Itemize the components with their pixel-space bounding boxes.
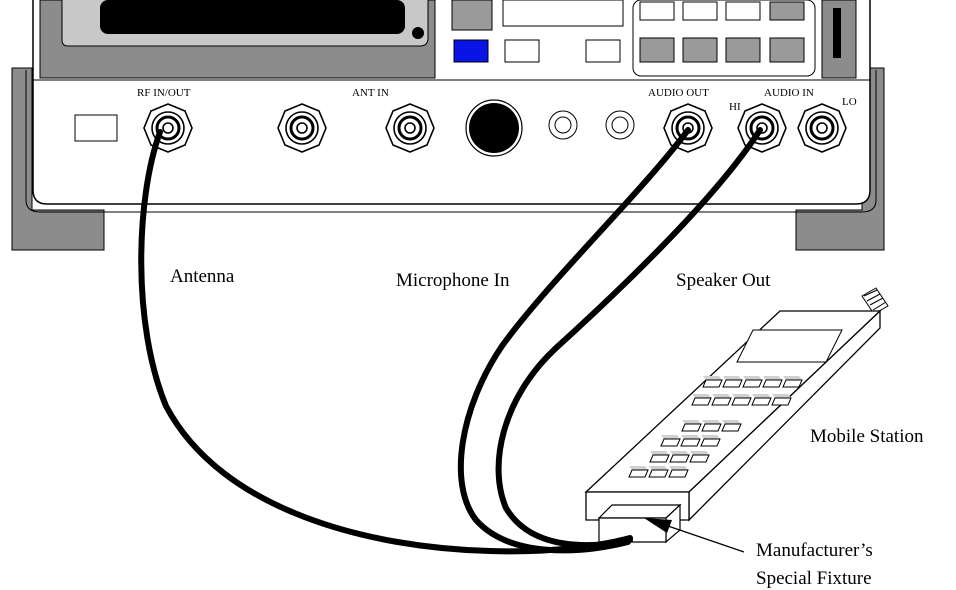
key-white-1[interactable] [504,39,540,63]
key-f2[interactable] [682,1,718,21]
left-foot [11,67,105,251]
rf-in-out-label: RF IN/OUT [137,87,191,99]
test-instrument: RF IN/OUT ANT IN AUDIO OUT AUDIO IN HI L… [11,0,885,251]
key-g1[interactable] [639,37,675,63]
hi-label: HI [729,101,741,113]
key-g4[interactable] [769,37,805,63]
key-g2[interactable] [682,37,718,63]
lo-label: LO [842,96,857,108]
key-blue[interactable] [453,39,489,63]
fixture-label-line2: Special Fixture [756,568,872,589]
key-top-wide[interactable] [502,0,624,27]
keypad-frame [632,0,816,77]
display-screen [100,0,405,34]
fixture-leader-arrow [644,518,745,553]
microphone-in-label: Microphone In [396,270,510,291]
audio-in-lo-bnc-icon[interactable] [796,102,848,154]
antenna-label: Antenna [170,266,235,287]
key-f1[interactable] [639,1,675,21]
microphone-cable [457,127,691,554]
phone-jack-icon-2[interactable] [605,110,635,140]
rf-in-out-bnc-icon[interactable] [142,102,194,154]
key-g3[interactable] [725,37,761,63]
key-white-2[interactable] [585,39,621,63]
key-f3[interactable] [725,1,761,21]
mobile-phone-icon [584,287,889,544]
ant-in-label: ANT IN [352,87,389,99]
mobile-station-label: Mobile Station [810,426,924,447]
volume-knob-icon[interactable] [465,99,523,157]
panel-switch[interactable] [74,114,118,142]
ant-in-bnc-icon[interactable] [384,102,436,154]
special-fixture [597,503,682,544]
speaker-cable [495,127,763,548]
key-f4[interactable] [769,1,805,21]
fixture-label-line1: Manufacturer’s [756,540,873,561]
bnc-connector-icon[interactable] [276,102,328,154]
speaker-out-label: Speaker Out [676,270,771,291]
phone-jack-icon[interactable] [548,110,578,140]
cables [138,127,763,555]
audio-out-label: AUDIO OUT [648,87,709,99]
key-grey-top[interactable] [451,0,493,31]
audio-in-label: AUDIO IN [764,87,814,99]
